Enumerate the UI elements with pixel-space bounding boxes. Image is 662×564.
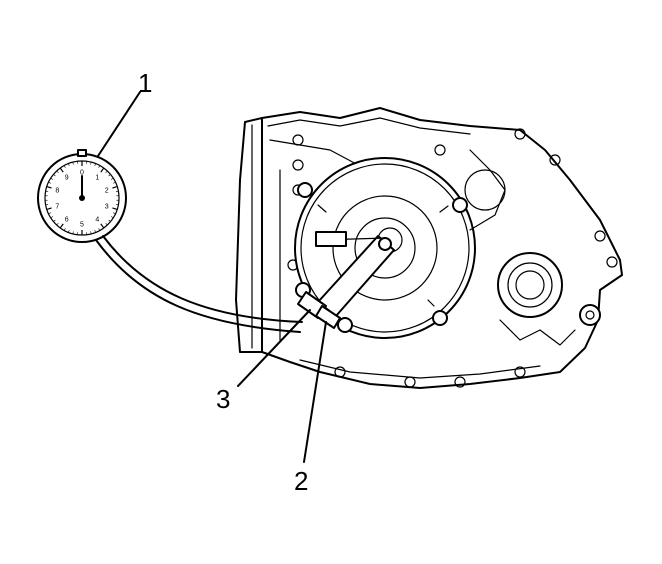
leader-3	[237, 309, 311, 387]
indicator-cable	[95, 235, 303, 333]
dial-tick	[48, 212, 51, 215]
dial-needle-hub	[79, 195, 85, 201]
dial-ticks	[45, 161, 119, 235]
dial-indicator: 0 12 34 5 67 89	[37, 149, 127, 243]
dial-number: 0	[80, 170, 84, 177]
dial-tick	[56, 222, 59, 226]
dial-tick	[72, 162, 74, 165]
dial-number: 2	[105, 187, 109, 194]
dial-tick	[98, 228, 101, 231]
dial-number: 9	[65, 174, 69, 181]
dial-tick	[56, 170, 59, 174]
dial-tick	[113, 212, 116, 215]
dial-numbers: 0 12 34 5 67 89	[55, 170, 108, 229]
dial-tick	[100, 167, 105, 173]
dial-tick	[59, 167, 64, 173]
dial-tick	[72, 231, 74, 234]
dial-number: 1	[95, 174, 99, 181]
leader-1	[97, 91, 141, 157]
callout-3: 3	[216, 384, 230, 414]
dial-number: 7	[55, 204, 59, 211]
dial-tick	[63, 165, 66, 168]
dial-tick	[100, 223, 105, 229]
dial-number: 8	[55, 187, 59, 194]
dial-tick	[68, 163, 70, 167]
dial-tick	[50, 177, 54, 180]
dial-tick	[63, 228, 66, 231]
dial-number: 5	[80, 222, 84, 229]
dial-tick	[105, 222, 108, 226]
dial-tick	[110, 216, 114, 219]
dial-tick	[105, 170, 108, 174]
indicator-arm-tool	[297, 231, 395, 329]
dial-number: 3	[105, 204, 109, 211]
dial-tick	[48, 181, 51, 184]
dial-tick	[98, 165, 101, 168]
dial-tick	[90, 162, 92, 165]
dial-tick	[53, 219, 56, 222]
dial-tick	[108, 174, 111, 177]
dial-tick	[46, 185, 52, 189]
dial-tick	[59, 223, 64, 229]
dial-tick	[90, 231, 92, 234]
leader-2	[303, 321, 327, 463]
callout-1: 1	[138, 68, 152, 98]
dial-tick	[108, 219, 111, 222]
dial-tick	[46, 207, 52, 211]
dial-tick	[113, 181, 116, 184]
dial-tick	[68, 229, 70, 233]
leader-lines	[97, 91, 327, 463]
dial-stem	[77, 149, 87, 157]
dial-tick	[112, 185, 118, 189]
dial-number: 4	[95, 217, 99, 224]
callout-2: 2	[294, 466, 308, 496]
dial-tick	[110, 177, 114, 180]
output-shaft-boss	[464, 149, 601, 346]
dial-tick	[112, 207, 118, 211]
dial-tick	[94, 229, 96, 233]
dial-tick	[50, 216, 54, 219]
dial-tick	[94, 163, 96, 167]
dial-number: 6	[65, 217, 69, 224]
dial-tick	[53, 174, 56, 177]
